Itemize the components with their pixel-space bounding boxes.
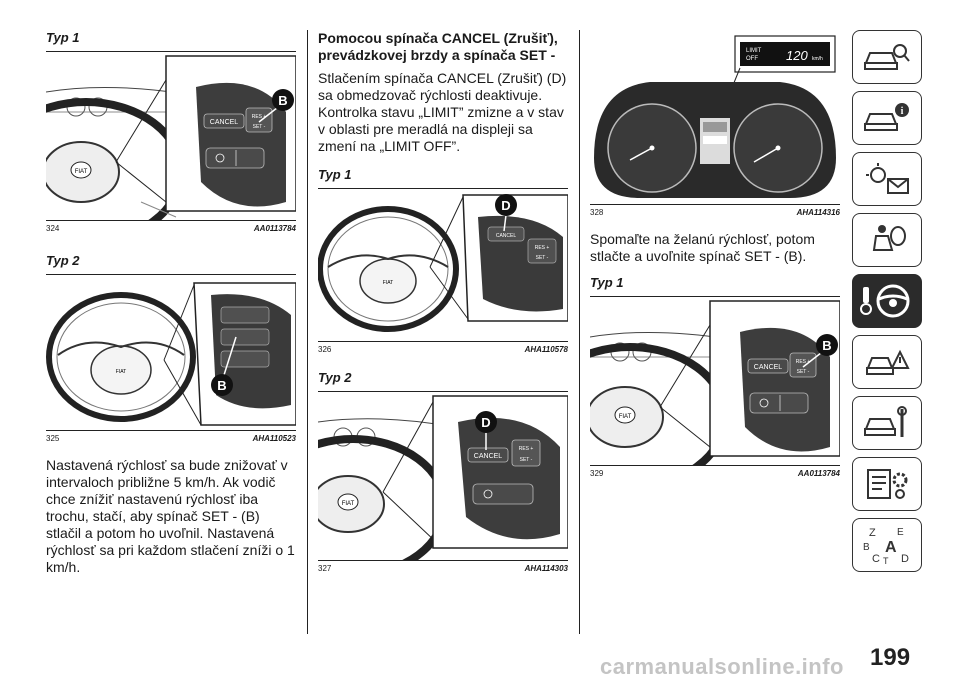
figure-328: LIMIT OFF 120 km/h: [590, 30, 840, 205]
typ-heading: Typ 1: [590, 275, 624, 290]
figure-caption: 325 AHA110523: [46, 434, 296, 443]
set-label: SET -: [797, 369, 810, 375]
off-label: OFF: [746, 56, 758, 62]
tab-index[interactable]: Z E B A C T D: [852, 518, 922, 572]
index-letter: E: [897, 527, 904, 538]
figure-number: 326: [318, 345, 332, 354]
figure-code: AA0113784: [797, 469, 840, 478]
cancel-label: CANCEL: [474, 453, 503, 460]
warning-lights-icon: [866, 163, 909, 194]
steering-wheel-controls-illustration: FIAT CANCEL RES + SET - B: [590, 297, 840, 465]
figure-code: AHA114316: [796, 208, 840, 217]
typ-heading: Typ 1: [46, 30, 80, 45]
callout-d: D: [481, 415, 490, 430]
watermark: carmanualsonline.info: [600, 654, 844, 679]
car-search-icon: [864, 44, 910, 70]
fiat-logo: FIAT: [342, 501, 355, 507]
airbag-seat-icon: [872, 225, 906, 251]
set-label: SET -: [536, 255, 549, 261]
figure-caption: 326 AHA110578: [318, 345, 568, 354]
limit-label: LIMIT: [746, 48, 762, 54]
figure-324: FIAT CANCEL RES + SET - B: [46, 51, 296, 221]
index-letter: A: [885, 539, 897, 556]
figure-329: FIAT CANCEL RES + SET - B: [590, 296, 840, 466]
column-1: Typ 1 FIAT CANCEL RES + SET -: [46, 30, 296, 576]
tab-getting-to-know-car[interactable]: [852, 30, 922, 84]
column-3: LIMIT OFF 120 km/h 328 AHA114316 Spomaľt…: [590, 30, 840, 478]
cancel-label: CANCEL: [496, 233, 517, 239]
column-divider: [579, 30, 580, 634]
figure-326: FIAT CANCEL RES + SET - D: [318, 188, 568, 342]
res-label: RES +: [535, 245, 550, 251]
column-2: Pomocou spínača CANCEL (Zrušiť), prevádz…: [318, 30, 568, 573]
figure-code: AHA110578: [524, 345, 568, 354]
alphabetical-index-icon: Z E B A C T D: [863, 527, 909, 566]
steering-wheel-controls-illustration: FIAT B: [46, 275, 296, 430]
figure-code: AHA110523: [252, 434, 296, 443]
section-heading: Pomocou spínača CANCEL (Zrušiť), prevádz…: [318, 30, 558, 63]
instrument-cluster-illustration: LIMIT OFF 120 km/h: [590, 30, 840, 204]
callout-b: B: [278, 93, 287, 108]
set-label: SET -: [253, 124, 266, 130]
res-label: RES +: [796, 359, 811, 365]
steering-wheel-controls-illustration: FIAT CANCEL RES + SET - B: [46, 52, 296, 220]
figure-number: 328: [590, 208, 604, 217]
fiat-logo: FIAT: [75, 169, 88, 175]
tab-in-an-emergency[interactable]: [852, 335, 922, 389]
figure-caption: 324 AA0113784: [46, 224, 296, 233]
typ-heading: Typ 2: [318, 370, 352, 385]
svg-text:i: i: [901, 106, 904, 117]
cancel-label: CANCEL: [210, 119, 239, 126]
index-letter: C: [872, 553, 880, 565]
figure-number: 325: [46, 434, 60, 443]
figure-code: AA0113784: [253, 224, 296, 233]
body-paragraph: Nastavená rýchlosť sa bude znižovať v in…: [46, 457, 295, 575]
speed-value: 120: [786, 48, 808, 63]
typ-heading: Typ 1: [318, 167, 352, 182]
cancel-label: CANCEL: [754, 364, 783, 371]
fiat-logo: FIAT: [619, 414, 632, 420]
technical-data-icon: [867, 469, 908, 499]
tab-safety[interactable]: [852, 213, 922, 267]
res-label: RES +: [519, 446, 534, 452]
figure-number: 324: [46, 224, 60, 233]
car-info-icon: i: [864, 103, 909, 131]
fiat-logo: FIAT: [116, 369, 126, 375]
page-number: 199: [870, 644, 911, 671]
callout-d: D: [501, 198, 510, 213]
figure-number: 327: [318, 564, 332, 573]
index-letter: B: [863, 542, 870, 553]
set-label: SET -: [520, 457, 533, 463]
body-paragraph: Stlačením spínača CANCEL (Zrušiť) (D) sa…: [318, 70, 567, 154]
typ-heading: Typ 2: [46, 253, 80, 268]
speed-unit: km/h: [812, 56, 823, 62]
accident-warning-icon: [866, 349, 910, 375]
figure-327: FIAT CANCEL RES + SET - D: [318, 391, 568, 561]
figure-325: FIAT B: [46, 274, 296, 431]
figure-code: AHA114303: [524, 564, 568, 573]
figure-number: 329: [590, 469, 604, 478]
steering-wheel-controls-illustration: FIAT CANCEL RES + SET - D: [318, 189, 568, 341]
steering-wheel-controls-illustration: FIAT CANCEL RES + SET - D: [318, 392, 568, 560]
figure-caption: 328 AHA114316: [590, 208, 840, 217]
body-paragraph: Spomaľte na želanú rýchlosť, potom stlač…: [590, 231, 815, 264]
figure-caption: 327 AHA114303: [318, 564, 568, 573]
callout-b: B: [822, 338, 831, 353]
res-label: RES +: [252, 114, 267, 120]
tab-technical-specifications[interactable]: [852, 457, 922, 511]
tab-servicing-and-care[interactable]: [852, 396, 922, 450]
callout-b: B: [217, 378, 226, 393]
tab-knowing-instrument-panel[interactable]: i: [852, 91, 922, 145]
index-letter: Z: [869, 527, 876, 539]
section-tabs: i: [852, 30, 924, 579]
car-service-icon: [864, 406, 907, 437]
figure-caption: 329 AA0113784: [590, 469, 840, 478]
tab-warning-lights[interactable]: [852, 152, 922, 206]
index-letter: T: [883, 556, 889, 566]
fiat-logo: FIAT: [383, 280, 393, 286]
steering-wheel-key-icon: [860, 284, 910, 318]
column-divider: [307, 30, 308, 634]
tab-starting-and-driving[interactable]: [852, 274, 922, 328]
index-letter: D: [901, 553, 909, 565]
